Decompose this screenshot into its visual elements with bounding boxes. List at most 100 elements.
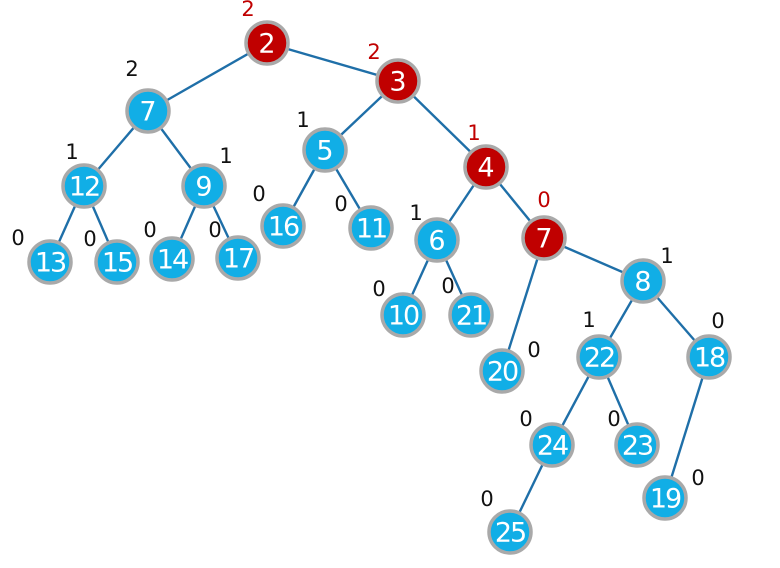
node-key-label: 16: [268, 212, 299, 243]
node-circle: [487, 509, 533, 555]
node-key-label: 20: [487, 357, 518, 388]
tree-node-5: 5: [302, 127, 348, 173]
node-key-label: 17: [223, 244, 253, 275]
rank-label-5: 1: [296, 108, 309, 132]
tree-node-9: 9: [181, 163, 227, 209]
node-circle: [61, 163, 107, 209]
rank-label-15: 0: [83, 227, 96, 251]
tree-node-21: 21: [448, 292, 494, 338]
node-circle: [686, 334, 732, 380]
rank-label-21: 0: [441, 274, 454, 298]
rank-label-18: 0: [711, 309, 724, 333]
rank-label-4: 1: [467, 121, 480, 145]
tree-node-10: 10: [380, 292, 426, 338]
rank-label-23: 0: [607, 407, 620, 431]
tree-node-19: 19: [642, 475, 688, 521]
node-key-label: 14: [157, 245, 188, 276]
rank-label-17: 0: [208, 218, 221, 242]
tree-edge-18-19: [663, 356, 711, 499]
tree-node-25: 25: [487, 509, 533, 555]
rank-label-19: 0: [691, 466, 704, 490]
tree-node-23: 23: [614, 422, 660, 468]
node-key-label: 21: [456, 301, 486, 332]
node-key-label: 5: [316, 136, 333, 167]
node-key-label: 22: [584, 343, 614, 374]
node-circle: [380, 292, 426, 338]
node-circle: [348, 205, 394, 251]
tree-edge-7-20: [500, 237, 546, 372]
rank-label-8: 1: [660, 244, 673, 268]
node-key-label: 23: [622, 431, 653, 462]
node-circle: [27, 239, 73, 285]
rank-label-12: 1: [65, 140, 78, 164]
rank-label-24: 0: [519, 407, 532, 431]
node-key-label: 25: [495, 518, 525, 549]
rank-label-6: 1: [409, 201, 422, 225]
node-key-label: 2: [258, 29, 275, 60]
node-circle: [448, 292, 494, 338]
tree-node-6: 6: [414, 217, 460, 263]
rank-label-10: 0: [372, 277, 385, 301]
node-circle: [149, 236, 195, 282]
rank-label-9: 1: [219, 144, 232, 168]
node-circle: [181, 163, 227, 209]
node-circle: [463, 144, 509, 190]
node-circle: [215, 235, 261, 281]
node-circle: [614, 422, 660, 468]
node-circle: [529, 422, 575, 468]
node-key-label: 7: [535, 224, 552, 255]
node-key-label: 9: [195, 172, 212, 203]
node-key-label: 18: [694, 343, 725, 374]
tree-node-7: 7: [125, 88, 171, 134]
rank-label-25: 0: [480, 487, 493, 511]
tree-edge-2-7: [147, 41, 268, 113]
rank-label-3: 2: [367, 40, 380, 64]
tree-node-7-highlighted: 7: [521, 215, 567, 261]
tree-node-18: 18: [686, 334, 732, 380]
node-key-label: 11: [356, 214, 386, 245]
node-key-label: 6: [428, 226, 445, 257]
node-circle: [620, 258, 666, 304]
rank-label-11: 0: [334, 192, 347, 216]
tree-node-4-highlighted: 4: [463, 144, 509, 190]
node-circle: [94, 239, 140, 285]
node-key-label: 3: [389, 67, 406, 98]
rank-label-16: 0: [252, 182, 265, 206]
node-circle: [302, 127, 348, 173]
rank-label-7: 2: [125, 57, 138, 81]
node-key-label: 8: [634, 267, 651, 298]
node-circle: [375, 58, 421, 104]
tree-node-15: 15: [94, 239, 140, 285]
node-key-label: 10: [388, 301, 419, 332]
tree-node-12: 12: [61, 163, 107, 209]
node-circle: [576, 334, 622, 380]
node-key-label: 12: [69, 172, 99, 203]
tree-node-13: 13: [27, 239, 73, 285]
node-key-label: 24: [537, 431, 568, 462]
node-key-label: 13: [35, 248, 66, 279]
tree-node-16: 16: [260, 203, 306, 249]
node-circle: [260, 203, 306, 249]
tree-node-24: 24: [529, 422, 575, 468]
node-circle: [244, 20, 290, 66]
node-circle: [479, 348, 525, 394]
node-circle: [521, 215, 567, 261]
rank-label-7: 0: [537, 188, 550, 212]
tree-node-8: 8: [620, 258, 666, 304]
rank-label-22: 1: [582, 308, 595, 332]
rank-label-20: 0: [527, 338, 540, 362]
node-key-label: 19: [650, 484, 681, 515]
rank-label-13: 0: [11, 226, 24, 250]
tree-node-11: 11: [348, 205, 394, 251]
rank-label-2: 2: [241, 0, 254, 21]
node-circle: [642, 475, 688, 521]
tree-node-3-highlighted: 3: [375, 58, 421, 104]
tree-node-17: 17: [215, 235, 261, 281]
node-key-label: 4: [477, 153, 494, 184]
tree-node-20: 20: [479, 348, 525, 394]
tree-node-2-highlighted: 2: [244, 20, 290, 66]
tree-node-22: 22: [576, 334, 622, 380]
